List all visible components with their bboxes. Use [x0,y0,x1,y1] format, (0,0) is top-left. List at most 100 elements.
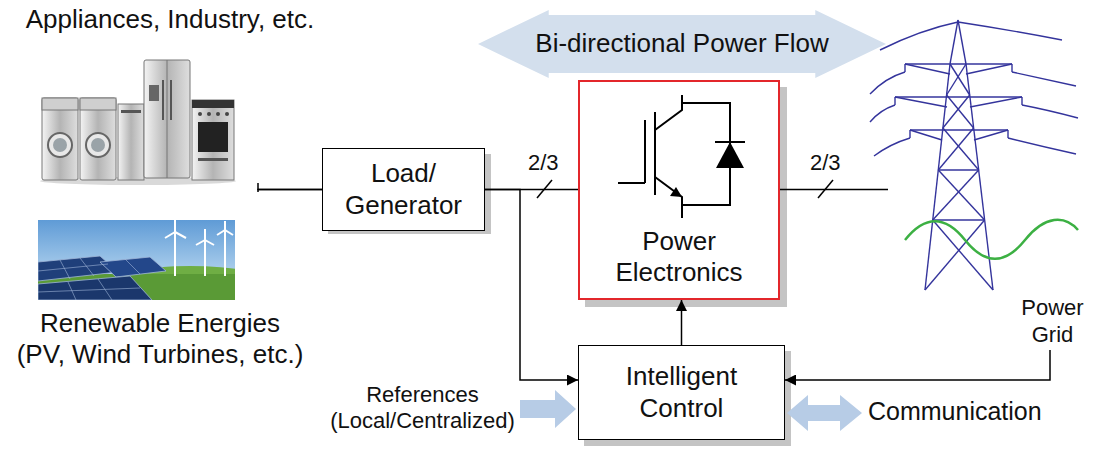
tower-picture [870,20,1078,290]
appliances-picture [80,98,116,180]
node-text: Power Grid [1015,295,1090,348]
connector [785,350,1050,380]
igbt-symbol [682,103,730,205]
node-text: Appliances, Industry, etc. [26,4,315,35]
tower-picture [938,128,973,170]
bus-count: 2/3 [528,150,559,176]
tower-picture [943,128,979,170]
connector [681,300,683,345]
renewables-picture [217,230,225,235]
tower-picture [938,170,984,220]
band-fill [478,10,886,78]
appliances-picture [91,138,105,152]
appliances-picture [40,60,236,185]
igbt-symbol [654,112,656,195]
tower-picture [943,95,970,128]
appliances-picture [192,100,234,180]
input-arrow [520,390,576,428]
tower-picture [950,64,970,95]
bus-count: 2/3 [810,150,841,176]
box-shadow [328,80,791,446]
grid-illustration: Power Grid [888,18,1092,350]
tower-picture [874,138,910,156]
double-arrow-band: Bi-directional Power Flow [478,10,886,78]
connector [780,189,888,191]
renewables-picture [224,221,226,230]
node-text: Load/ Generator [334,158,474,220]
tower-picture [880,22,958,50]
tower-picture [933,219,985,220]
appliances-picture [86,133,110,157]
tower-picture [958,22,1062,40]
tower-picture [1011,64,1012,72]
tower-picture [909,130,910,138]
appliances-picture [42,98,78,180]
tower-picture [958,20,966,64]
tower-picture [966,64,1012,74]
renewables-picture [165,220,233,276]
tower-picture [950,20,958,64]
appliances-picture [216,112,220,116]
appliances-picture [198,112,202,116]
renewables-picture [38,220,235,300]
tower-picture [905,64,950,74]
renewables-picture [165,232,175,238]
tower-picture [974,130,1008,140]
node-text: Power Electronics [594,226,764,288]
appliances-picture [162,80,164,120]
appliances-picture [42,98,78,110]
appliances-picture [121,110,141,113]
appliances-picture [118,104,144,180]
renewables-picture [38,258,140,300]
appliances-picture [198,122,228,152]
igbt-symbol [618,95,745,218]
renewables-picture [225,230,233,235]
igbt-symbol [670,187,682,197]
renewables-picture [38,276,152,300]
tower-picture [910,130,942,140]
tower-picture [870,105,895,122]
renewables-picture [196,240,205,245]
tower-picture [870,72,905,94]
tower-picture [894,97,895,105]
node-text: Bi-directional Power Flow [535,28,828,59]
node-text: Intelligent Control [597,361,767,423]
renewables-picture [100,257,166,277]
renewables-picture [38,220,235,300]
tower-picture [938,169,978,170]
igbt-symbol [655,95,682,130]
tower-picture [966,64,993,290]
tower-picture [1022,105,1078,118]
renewables-picture [125,259,140,274]
renewables-picture [205,240,214,245]
appliances-illustration: Appliances, Industry, etc. [20,2,320,183]
appliances-picture [144,60,190,178]
input-label: References (Local/Centralized) [330,382,515,435]
renewables-picture [174,232,176,276]
appliances-picture [167,60,168,178]
connector [258,183,322,190]
appliances-picture [170,80,172,120]
connector [258,190,322,193]
tower-picture [904,64,905,72]
sine-wave [905,220,1078,259]
appliances-picture [225,112,229,116]
double-arrow [787,395,862,431]
appliances-picture [48,133,72,157]
renewables-picture [38,264,108,271]
igbt-symbol [618,182,645,184]
appliances-picture [192,100,234,108]
renewables-picture [60,260,70,279]
tower-picture [947,64,966,95]
renewables-picture [175,232,186,238]
tower-picture [925,64,950,290]
renewables-picture [80,258,94,276]
tower-picture [1008,138,1076,154]
tower-picture [1007,130,1008,138]
box-shadow [578,80,780,300]
tower-picture [905,63,1012,64]
renewables-picture [224,230,226,276]
renewables-picture [204,240,206,276]
connector [485,190,578,381]
